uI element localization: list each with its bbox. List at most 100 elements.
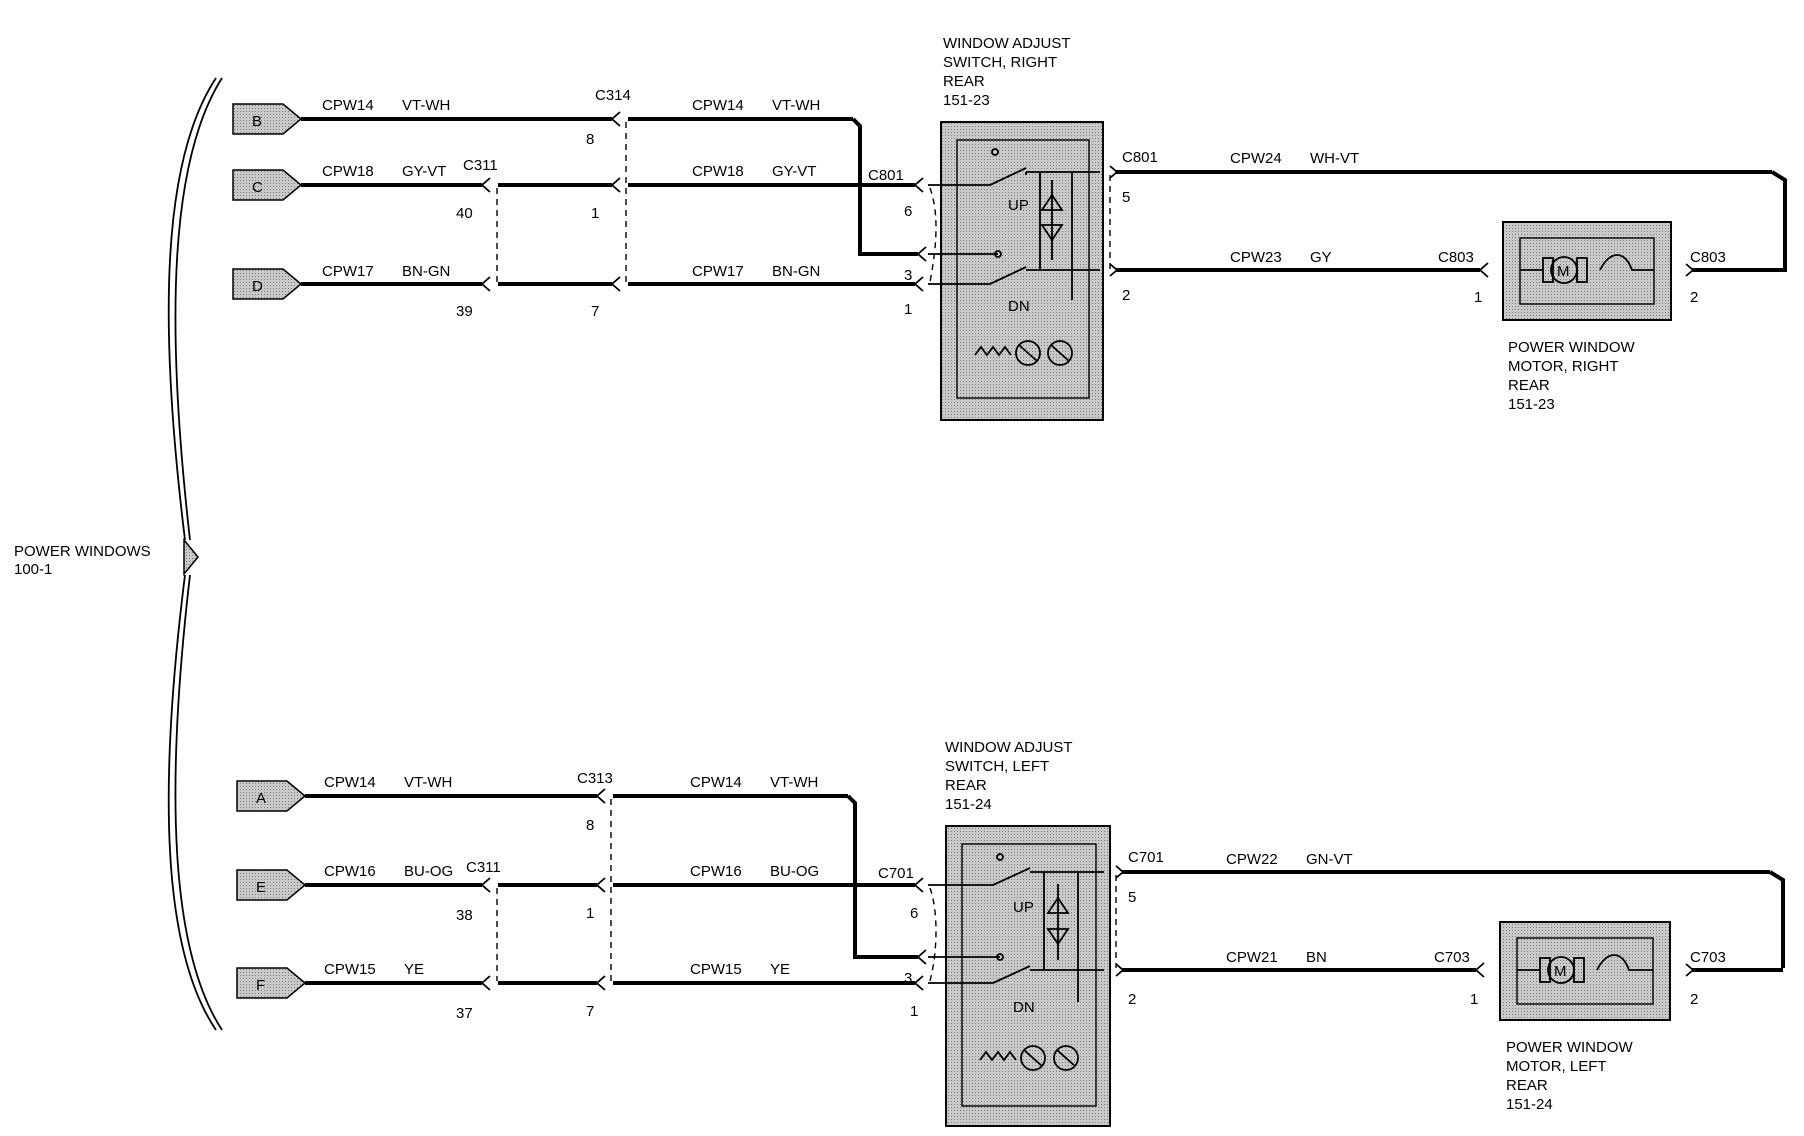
label-switches-1-title-2: REAR <box>945 777 987 794</box>
power-windows-brace: POWER WINDOWS 100-1 <box>14 77 223 1031</box>
label-outputs-0-sw_conn: C801 <box>1122 149 1158 166</box>
label-switches-0-title-2: REAR <box>943 73 985 90</box>
label-feeds-2-circuit2: CPW17 <box>692 263 744 280</box>
label-switches-1-title-3: 151-24 <box>945 796 992 813</box>
label-outputs-1-color_top: GN-VT <box>1306 851 1353 868</box>
label-motors-0-title-3: 151-23 <box>1508 396 1555 413</box>
label-motors-0-title-1: MOTOR, RIGHT <box>1508 358 1619 375</box>
label-motors-1-title-1: MOTOR, LEFT <box>1506 1058 1607 1075</box>
connector-tab-a: A <box>236 780 307 812</box>
label-feeds-3-circuit2: CPW14 <box>690 774 742 791</box>
wire-row-c: CPW18 GY-VT C311 40 1 CPW18 GY-VT C801 6 <box>301 157 924 222</box>
label-motors-0-symbol: M <box>1557 263 1570 280</box>
label-feeds-2-mid_pin: 7 <box>591 303 599 320</box>
label-outputs-1-pin_bot: 2 <box>1128 991 1136 1008</box>
label-feeds-3-circuit: CPW14 <box>324 774 376 791</box>
label-outputs-1-motor_pin_l: 1 <box>1470 991 1478 1008</box>
label-outputs-1-color_bot: BN <box>1306 949 1327 966</box>
label-switches-1-up: UP <box>1013 899 1034 916</box>
window-switch-right-rear: WINDOW ADJUST SWITCH, RIGHT REAR 151-23 … <box>928 35 1104 421</box>
label-feeds-1-c311_pin: 40 <box>456 205 473 222</box>
label-switches-0-title-1: SWITCH, RIGHT <box>943 54 1057 71</box>
label-feeds-1-color2: GY-VT <box>772 163 816 180</box>
label-outputs-0-circuit_bot: CPW23 <box>1230 249 1282 266</box>
label-outputs-0-motor_pin_l: 1 <box>1474 289 1482 306</box>
wire-row-b: CPW14 VT-WH C314 8 CPW14 VT-WH 3 <box>301 87 927 284</box>
label-feeds-0-mid_pin: 8 <box>586 131 594 148</box>
label-outputs-0-pin_bot: 2 <box>1122 287 1130 304</box>
label-feeds-0-tab: B <box>252 113 262 130</box>
label-feeds-2-tab: D <box>252 278 263 295</box>
power-window-motor-right-rear: M POWER WINDOW MOTOR, RIGHT REAR 151-23 <box>1502 221 1672 413</box>
connector-tab-b: B <box>232 103 303 135</box>
connector-tab-d: D <box>232 268 303 300</box>
label-outputs-1-pin_top: 5 <box>1128 889 1136 906</box>
label-feeds-1-sw_conn: C801 <box>868 167 904 184</box>
label-feeds-4-c311: C311 <box>466 859 501 876</box>
label-outputs-0-motor_pin_r: 2 <box>1690 289 1698 306</box>
label-motors-1-symbol: M <box>1554 963 1567 980</box>
wire-row-f: CPW15 YE 37 7 CPW15 YE 1 <box>305 961 924 1022</box>
label-feeds-3-mid_conn: C313 <box>577 770 613 787</box>
label-outputs-1-sw_conn: C701 <box>1128 849 1164 866</box>
label-switches-1-title-1: SWITCH, LEFT <box>945 758 1049 775</box>
label-feeds-0-circuit: CPW14 <box>322 97 374 114</box>
label-motors-0-title-2: REAR <box>1508 377 1550 394</box>
label-outputs-0-motor_conn_l: C803 <box>1438 249 1474 266</box>
label-outputs-0-pin_top: 5 <box>1122 189 1130 206</box>
label-feeds-1-sw_pin: 6 <box>904 203 912 220</box>
label-motors-1-title-2: REAR <box>1506 1077 1548 1094</box>
label-feeds-4-tab: E <box>256 879 266 896</box>
label-feeds-3-color2: VT-WH <box>770 774 818 791</box>
label-switches-0-up: UP <box>1008 197 1029 214</box>
label-feeds-3-mid_pin: 8 <box>586 817 594 834</box>
label-feeds-5-color2: YE <box>770 961 790 978</box>
label-feeds-0-mid_conn: C314 <box>595 87 631 104</box>
label-feeds-2-color2: BN-GN <box>772 263 820 280</box>
output-wires-right-rear: C801 5 CPW24 WH-VT 2 CPW23 GY C803 1 C80… <box>1109 149 1787 306</box>
label-motors-0-title-0: POWER WINDOW <box>1508 339 1635 356</box>
label-feeds-1-mid_pin: 1 <box>591 205 599 222</box>
connector-tab-f: F <box>236 967 307 999</box>
label-feeds-2-sw_pin: 1 <box>904 301 912 318</box>
label-switches-1-title-0: WINDOW ADJUST <box>945 739 1073 756</box>
label-feeds-4-color: BU-OG <box>404 863 453 880</box>
label-feeds-5-tab: F <box>256 977 265 994</box>
power-window-motor-left-rear: M POWER WINDOW MOTOR, LEFT REAR 151-24 <box>1499 921 1671 1113</box>
label-outputs-1-motor_pin_r: 2 <box>1690 991 1698 1008</box>
label-feeds-5-color: YE <box>404 961 424 978</box>
label-feeds-5-sw_pin: 1 <box>910 1003 918 1020</box>
label-feeds-0-color2: VT-WH <box>772 97 820 114</box>
connector-c701-left-dash <box>929 887 937 982</box>
label-motors-1-title-0: POWER WINDOW <box>1506 1039 1633 1056</box>
label-switches-0-dn: DN <box>1008 298 1030 315</box>
label-feeds-5-mid_pin: 7 <box>586 1003 594 1020</box>
label-feeds-1-circuit: CPW18 <box>322 163 374 180</box>
label-motors-1-title-3: 151-24 <box>1506 1096 1553 1113</box>
label-feeds-0-sw_pin: 3 <box>904 267 912 284</box>
label-feeds-5-c311_pin: 37 <box>456 1005 473 1022</box>
label-switches-0-title-3: 151-23 <box>943 92 990 109</box>
system-ref: 100-1 <box>14 561 52 578</box>
connector-tab-c: C <box>232 169 303 201</box>
label-feeds-4-circuit: CPW16 <box>324 863 376 880</box>
label-feeds-5-circuit2: CPW15 <box>690 961 742 978</box>
connector-tab-e: E <box>236 869 307 901</box>
label-feeds-1-tab: C <box>252 179 263 196</box>
label-feeds-4-circuit2: CPW16 <box>690 863 742 880</box>
label-outputs-0-color_top: WH-VT <box>1310 150 1359 167</box>
label-switches-1-dn: DN <box>1013 999 1035 1016</box>
output-wires-left-rear: C701 5 CPW22 GN-VT 2 CPW21 BN C703 1 C70… <box>1115 849 1785 1008</box>
label-outputs-1-motor_conn_l: C703 <box>1434 949 1470 966</box>
label-feeds-4-c311_pin: 38 <box>456 907 473 924</box>
label-outputs-1-circuit_top: CPW22 <box>1226 851 1278 868</box>
label-feeds-2-circuit: CPW17 <box>322 263 374 280</box>
label-feeds-1-c311: C311 <box>463 157 498 174</box>
wire-row-e: CPW16 BU-OG C311 38 1 CPW16 BU-OG C701 6 <box>305 859 924 924</box>
label-feeds-4-color2: BU-OG <box>770 863 819 880</box>
label-feeds-5-circuit: CPW15 <box>324 961 376 978</box>
label-feeds-4-mid_pin: 1 <box>586 905 594 922</box>
label-feeds-2-c311_pin: 39 <box>456 303 473 320</box>
label-feeds-3-tab: A <box>256 790 266 807</box>
